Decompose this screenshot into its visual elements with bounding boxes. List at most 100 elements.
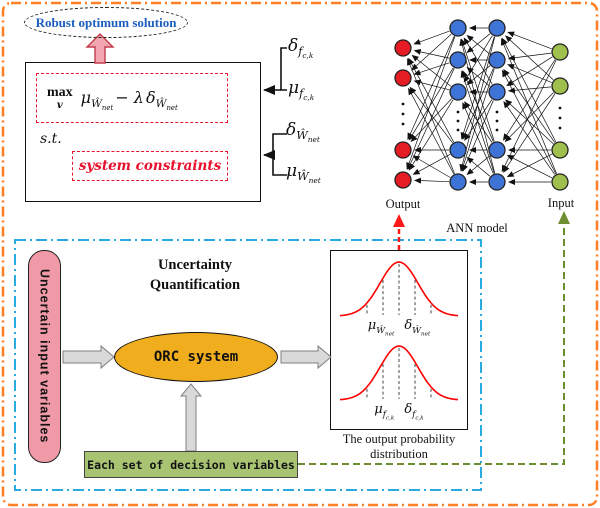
ann-edge	[466, 155, 491, 176]
ann-edge	[408, 99, 454, 171]
ann-edge	[501, 59, 557, 173]
arrow-input-to-orc	[62, 344, 115, 370]
subject-to-label: s.t.	[40, 131, 62, 147]
ann-edge	[407, 68, 455, 171]
delta-subscript: Ŵnet	[155, 98, 178, 113]
ann-ellipsis-dot	[495, 110, 499, 114]
decision-variables-box: Each set of decision variables	[84, 451, 298, 478]
ann-ellipsis-dot	[401, 122, 405, 126]
ann-edge	[503, 68, 556, 143]
robust-optimum-label: Robust optimum solution	[35, 14, 177, 30]
robust-optimum-ellipse: Robust optimum solution	[24, 7, 188, 38]
ann-edge	[466, 65, 491, 86]
ann-output-label: Output	[385, 197, 421, 211]
ann-edge	[459, 36, 496, 172]
decision-variables-label: Each set of decision variables	[87, 457, 295, 472]
ann-edge	[502, 59, 556, 141]
ann-ellipsis-dot	[456, 128, 460, 132]
uncertain-input-bar: Uncertain input variables	[28, 250, 61, 463]
ann-model-label: ANN model	[446, 221, 508, 235]
arrow-orc-to-distribution	[280, 344, 332, 370]
ann-node	[449, 141, 467, 159]
symbol-brackets	[263, 47, 287, 176]
ann-edge	[408, 57, 455, 143]
ann-edge	[460, 38, 495, 142]
ann-edge	[462, 70, 494, 142]
ann-edge	[462, 100, 494, 172]
ann-edge	[507, 31, 552, 50]
ann-node	[394, 141, 412, 159]
max-label: max	[47, 84, 73, 100]
ann-ellipsis-dot	[401, 102, 405, 106]
ann-edge	[464, 99, 493, 141]
distribution-stats-wnet: μŴnet δŴnet	[367, 318, 431, 338]
ann-edge	[411, 33, 452, 71]
orc-system-label: ORC system	[153, 349, 239, 365]
ann-edge	[507, 52, 552, 61]
ann-edge	[463, 35, 493, 83]
ann-edge	[410, 98, 453, 143]
ann-edge	[466, 156, 491, 177]
ann-edge	[413, 79, 450, 91]
ann-ellipsis-dot	[456, 110, 460, 114]
ann-node	[449, 51, 467, 69]
robust-solution-arrow	[85, 33, 115, 64]
ann-edge	[413, 30, 450, 45]
ann-ellipsis-dot	[558, 126, 562, 130]
ann-edge	[463, 37, 493, 85]
mu-symbol: μ	[80, 87, 92, 107]
symbol-delta-fck: δfc,k	[288, 36, 314, 61]
ann-edge	[412, 155, 451, 178]
arrow-decision-to-orc	[179, 383, 203, 452]
ann-ellipsis-dot	[401, 112, 405, 116]
bracket-wnet	[272, 133, 287, 176]
ann-edge	[407, 36, 455, 141]
ann-edge	[413, 62, 450, 76]
symbol-mu-wnet: μŴnet	[286, 161, 321, 186]
ann-edge	[407, 58, 455, 174]
ann-node	[394, 39, 412, 57]
ann-edge	[413, 48, 450, 59]
ann-edge	[466, 33, 491, 54]
ann-network	[394, 19, 569, 191]
ann-node	[449, 83, 467, 101]
ann-edge	[462, 102, 494, 174]
constraints-label: system constraints	[78, 158, 222, 174]
ann-edge	[502, 69, 557, 175]
ann-edge	[507, 64, 552, 83]
ann-edge	[466, 66, 491, 87]
symbol-mu-fck: μfc,k	[288, 78, 315, 103]
ann-edge	[414, 177, 450, 184]
mu-subscript: Ŵnet	[91, 98, 114, 113]
orc-system-ellipse: ORC system	[114, 332, 278, 382]
uncertain-input-label: Uncertain input variables	[37, 269, 52, 444]
ann-ellipsis-dot	[495, 128, 499, 132]
max-subscript: v	[56, 99, 63, 111]
ann-edge	[506, 154, 553, 179]
ann-edge	[503, 100, 556, 175]
ann-node	[488, 19, 506, 37]
ann-ellipsis-dot	[558, 116, 562, 120]
ann-node	[449, 173, 467, 191]
ann-node	[488, 141, 506, 159]
ann-node	[488, 51, 506, 69]
ann-edge	[460, 70, 495, 174]
ann-ellipsis-dot	[558, 106, 562, 110]
constraints-box: system constraints	[72, 151, 228, 181]
ann-edge	[504, 92, 554, 143]
ann-edge	[408, 87, 455, 175]
arrow-distribution-to-output-head	[393, 214, 405, 227]
ann-edge	[406, 36, 456, 170]
ann-ellipsis-dot	[456, 119, 460, 123]
ann-edge	[460, 68, 495, 172]
uncertainty-quantification-title: Uncertainty Quantification	[149, 257, 241, 293]
ann-edge	[409, 86, 453, 144]
ann-node	[394, 69, 412, 87]
ann-input-label: Input	[547, 196, 575, 210]
ann-node	[394, 171, 412, 189]
ann-edge	[506, 153, 553, 178]
ann-node	[488, 173, 506, 191]
